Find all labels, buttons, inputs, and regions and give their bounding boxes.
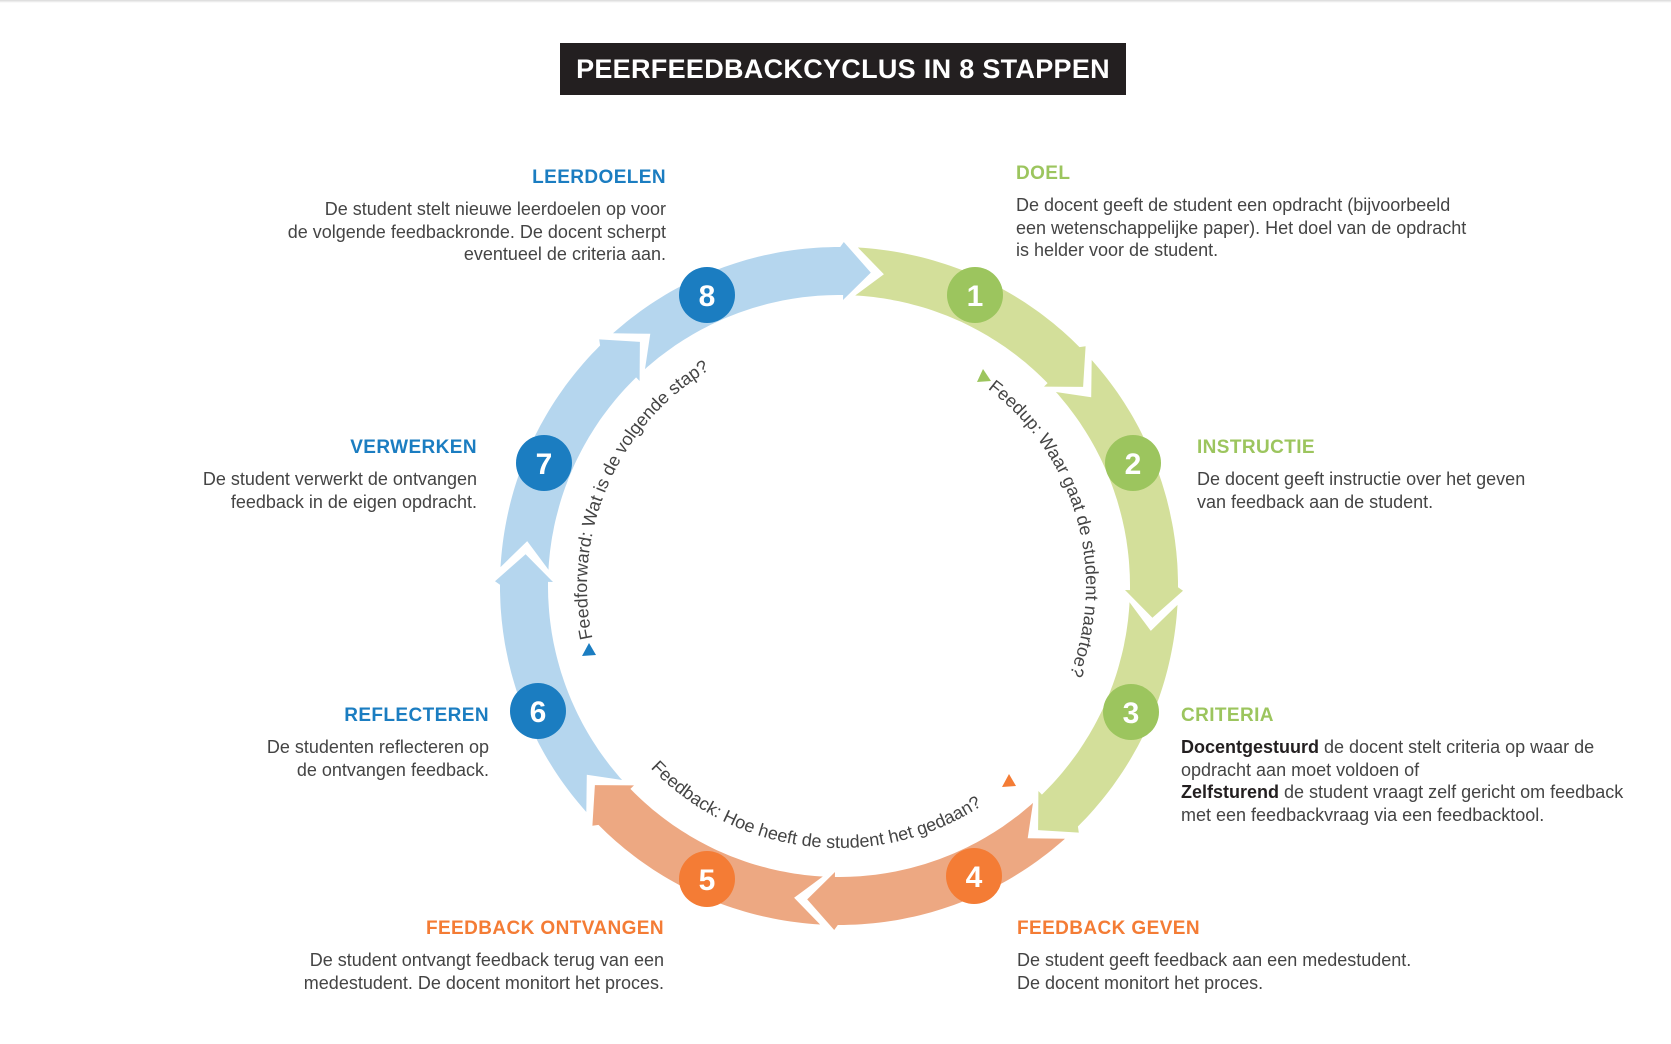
step-text: De docent geeft de student een opdracht …	[1016, 195, 1451, 216]
step-text: medestudent. De docent monitort het proc…	[303, 972, 664, 993]
step-text: opdracht aan moet voldoen of	[1181, 759, 1420, 780]
arrow-segment-2	[1055, 360, 1183, 618]
step-2-instructie: INSTRUCTIE De docent geeft instructie ov…	[1197, 437, 1525, 513]
step-5-feedback-ontvangen: FEEDBACK ONTVANGEN De student ontvangt f…	[304, 918, 664, 994]
step-3-criteria: CRITERIA Docentgestuurd de docent stelt …	[1181, 705, 1623, 826]
step-number: 8	[699, 280, 716, 313]
step-text: De student verwerkt de ontvangen	[202, 469, 477, 490]
step-badge-1: 1	[947, 267, 1003, 323]
step-title: FEEDBACK GEVEN	[1017, 918, 1200, 939]
step-title: DOEL	[1016, 163, 1071, 184]
arrow-segment-8	[613, 242, 871, 370]
step-4-feedback-geven: FEEDBACK GEVEN De student geeft feedback…	[1017, 918, 1411, 994]
step-text: De student stelt nieuwe leerdoelen op vo…	[324, 199, 666, 220]
step-number: 4	[966, 861, 983, 894]
step-number: 1	[967, 280, 984, 313]
feedback-arrow-icon	[1002, 774, 1016, 787]
step-badge-4: 4	[946, 848, 1002, 904]
step-7-verwerken: VERWERKEN De student verwerkt de ontvang…	[203, 437, 477, 513]
step-title: CRITERIA	[1181, 705, 1274, 726]
step-text: met een feedbackvraag via een feedbackto…	[1181, 804, 1545, 825]
feedforward-arrow-icon	[582, 643, 596, 656]
top-edge	[0, 0, 1671, 3]
step-text: De student ontvangt feedback terug van e…	[309, 950, 664, 971]
bold-term: Zelfsturend	[1181, 782, 1280, 803]
feedback-label: Feedback: Hoe heeft de student het gedaa…	[648, 757, 985, 852]
step-text: De studenten reflecteren op	[266, 737, 489, 758]
step-text: de ontvangen feedback.	[296, 759, 489, 780]
step-badge-6: 6	[510, 683, 566, 739]
step-title: FEEDBACK ONTVANGEN	[425, 918, 664, 939]
step-text: De docent monitort het proces.	[1017, 972, 1264, 993]
step-number: 7	[536, 448, 553, 481]
step-text: een wetenschappelijke paper). Het doel v…	[1016, 217, 1467, 238]
page-title: PEERFEEDBACKCYCLUS IN 8 STAPPEN	[560, 43, 1126, 95]
arrow-segment-6	[495, 554, 623, 812]
step-badge-5: 5	[679, 851, 735, 907]
step-number: 3	[1123, 697, 1140, 730]
step-title: VERWERKEN	[350, 437, 477, 458]
step-title: REFLECTEREN	[344, 705, 489, 726]
step-8-leerdoelen: LEERDOELEN De student stelt nieuwe leerd…	[288, 167, 666, 266]
step-number: 6	[530, 696, 547, 729]
step-text: de volgende feedbackronde. De docent sch…	[287, 221, 666, 242]
step-text: van feedback aan de student.	[1197, 491, 1434, 512]
step-text: De student geeft feedback aan een medest…	[1017, 950, 1412, 971]
step-text: feedback in de eigen opdracht.	[230, 491, 477, 512]
step-title: INSTRUCTIE	[1197, 437, 1315, 458]
step-badge-7: 7	[516, 435, 572, 491]
step-badge-8: 8	[679, 267, 735, 323]
bold-term: Docentgestuurd	[1181, 737, 1320, 758]
step-badge-2: 2	[1105, 435, 1161, 491]
step-title: LEERDOELEN	[532, 167, 666, 188]
step-6-reflecteren: REFLECTEREN De studenten reflecteren op …	[267, 705, 489, 781]
step-number: 2	[1125, 448, 1142, 481]
step-text: de student vraagt zelf gericht om feedba…	[1279, 782, 1624, 803]
step-badge-3: 3	[1103, 684, 1159, 740]
feedup-arrow-icon	[977, 369, 991, 382]
step-text: eventueel de criteria aan.	[463, 244, 666, 265]
arrow-segment-4	[807, 802, 1065, 930]
step-text: is helder voor de student.	[1016, 240, 1219, 261]
step-number: 5	[699, 864, 716, 897]
step-text: De docent geeft instructie over het geve…	[1197, 469, 1526, 490]
step-1-doel: DOEL De docent geeft de student een opdr…	[1016, 163, 1466, 262]
step-text: de docent stelt criteria op waar de	[1319, 737, 1595, 758]
